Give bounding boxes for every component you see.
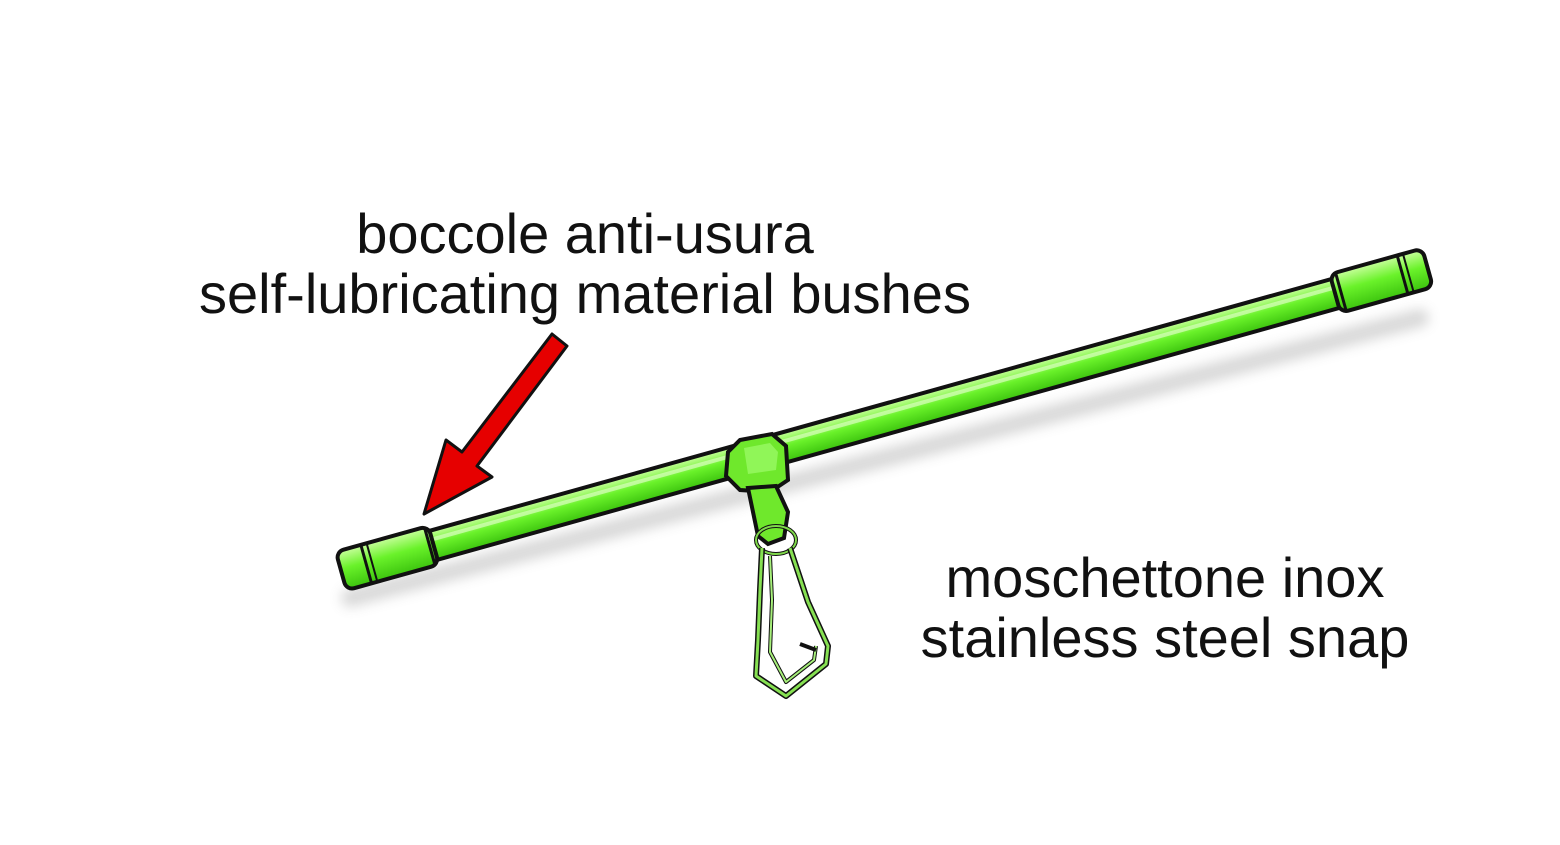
bushes-label-english: self-lubricating material bushes: [199, 262, 971, 325]
rod-shadow: [341, 309, 1429, 607]
snap-swivel: [753, 524, 831, 699]
bushes-label-italian: boccole anti-usura: [356, 202, 814, 265]
boom-rod: [335, 248, 1434, 591]
bushes-label: boccole anti-usura self-lubricating mate…: [80, 204, 1090, 324]
right-bush: [1329, 248, 1434, 313]
snap-label-english: stainless steel snap: [920, 606, 1410, 669]
snap-label-italian: moschettone inox: [945, 546, 1385, 609]
pointer-arrow: [422, 332, 569, 516]
left-bush: [335, 525, 440, 591]
snap-label: moschettone inox stainless steel snap: [860, 548, 1470, 668]
